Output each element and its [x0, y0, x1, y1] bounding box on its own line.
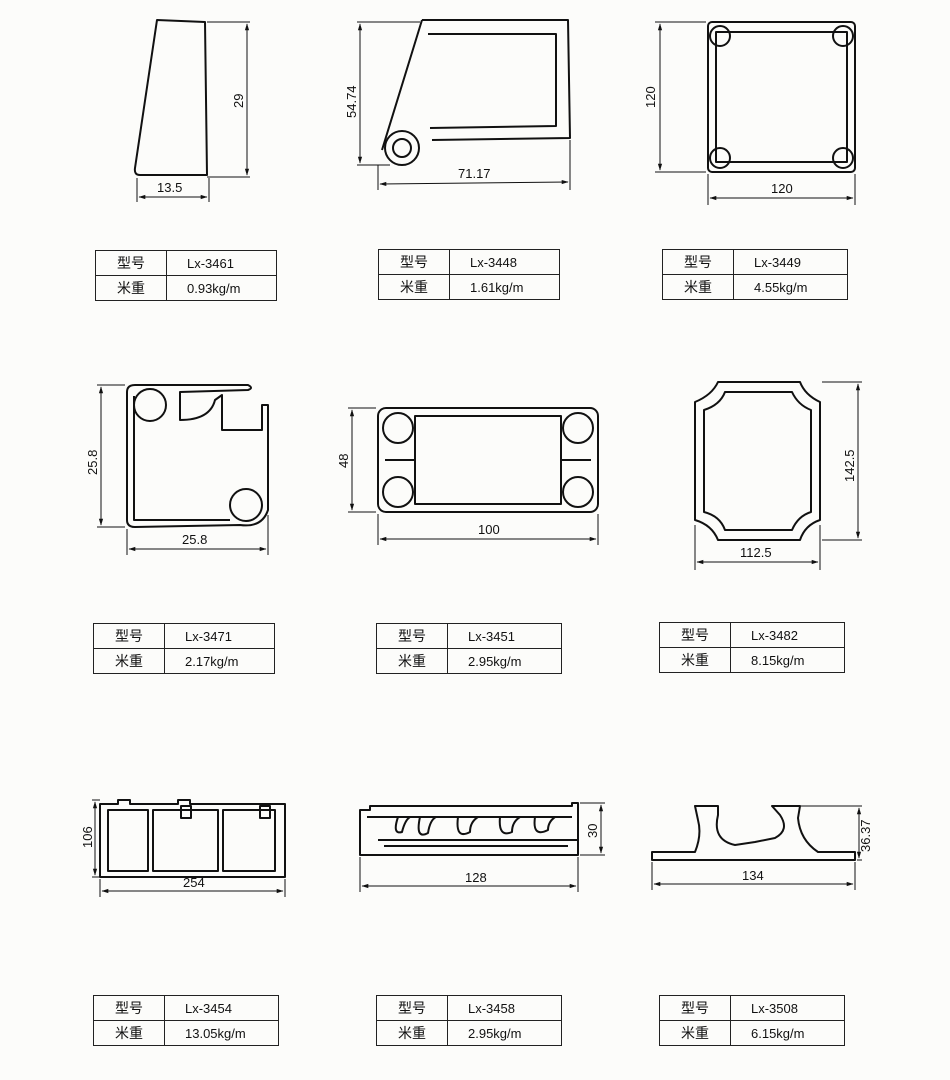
model-label: 型号 — [93, 623, 165, 649]
dim-width: 25.8 — [182, 532, 207, 547]
profile-drawing-lx-3508: 36.37 134 — [651, 805, 873, 890]
dim-height: 36.37 — [858, 819, 873, 852]
model-label: 型号 — [376, 995, 448, 1021]
dim-height: 25.8 — [85, 450, 100, 475]
weight-value: 2.17kg/m — [164, 648, 275, 674]
weight-value: 2.95kg/m — [447, 648, 562, 674]
profile-drawing-lx-3471: 25.8 25.8 — [85, 384, 269, 555]
model-value: Lx-3454 — [164, 995, 279, 1021]
model-value: Lx-3451 — [447, 623, 562, 649]
model-value: Lx-3461 — [166, 250, 277, 276]
weight-label: 米重 — [95, 275, 167, 301]
weight-label: 米重 — [93, 648, 165, 674]
weight-value: 0.93kg/m — [166, 275, 277, 301]
profile-drawing-lx-3482: 142.5 112.5 — [694, 381, 862, 570]
dim-height: 106 — [80, 826, 95, 848]
model-label: 型号 — [659, 995, 731, 1021]
dim-width: 13.5 — [157, 180, 182, 195]
dim-height: 30 — [585, 824, 600, 838]
model-value: Lx-3458 — [447, 995, 562, 1021]
model-label: 型号 — [95, 250, 167, 276]
dim-height: 142.5 — [842, 449, 857, 482]
model-label: 型号 — [378, 249, 450, 275]
weight-value: 8.15kg/m — [730, 647, 845, 673]
profile-drawing-lx-3448: 54.74 71.17 — [344, 19, 571, 190]
weight-label: 米重 — [93, 1020, 165, 1046]
model-label: 型号 — [93, 995, 165, 1021]
weight-value: 1.61kg/m — [449, 274, 560, 300]
model-value: Lx-3482 — [730, 622, 845, 648]
dim-width: 112.5 — [740, 545, 772, 560]
dim-height: 54.74 — [344, 85, 359, 118]
dim-width: 254 — [183, 875, 205, 890]
weight-label: 米重 — [662, 274, 734, 300]
dim-height: 120 — [643, 86, 658, 108]
profile-drawing-lx-3458: 30 128 — [359, 802, 605, 892]
dim-width: 71.17 — [458, 166, 491, 181]
model-value: Lx-3508 — [730, 995, 845, 1021]
weight-label: 米重 — [378, 274, 450, 300]
weight-label: 米重 — [659, 647, 731, 673]
weight-value: 13.05kg/m — [164, 1020, 279, 1046]
dim-width: 100 — [478, 522, 500, 537]
dim-height: 29 — [231, 94, 246, 108]
weight-label: 米重 — [659, 1020, 731, 1046]
model-value: Lx-3471 — [164, 623, 275, 649]
weight-value: 4.55kg/m — [733, 274, 848, 300]
weight-label: 米重 — [376, 1020, 448, 1046]
model-value: Lx-3448 — [449, 249, 560, 275]
weight-label: 米重 — [376, 648, 448, 674]
dim-width: 128 — [465, 870, 487, 885]
weight-value: 2.95kg/m — [447, 1020, 562, 1046]
model-label: 型号 — [662, 249, 734, 275]
dim-width: 134 — [742, 868, 764, 883]
profile-drawing-lx-3451: 48 100 — [336, 407, 599, 545]
model-label: 型号 — [376, 623, 448, 649]
profile-drawing-lx-3449: 120 120 — [643, 21, 856, 205]
weight-value: 6.15kg/m — [730, 1020, 845, 1046]
dim-width: 120 — [771, 181, 793, 196]
profile-drawing-lx-3454: 106 254 — [80, 799, 286, 897]
dim-height: 48 — [336, 454, 351, 468]
model-value: Lx-3449 — [733, 249, 848, 275]
model-label: 型号 — [659, 622, 731, 648]
profile-drawing-lx-3461: 29 13.5 — [133, 19, 250, 202]
